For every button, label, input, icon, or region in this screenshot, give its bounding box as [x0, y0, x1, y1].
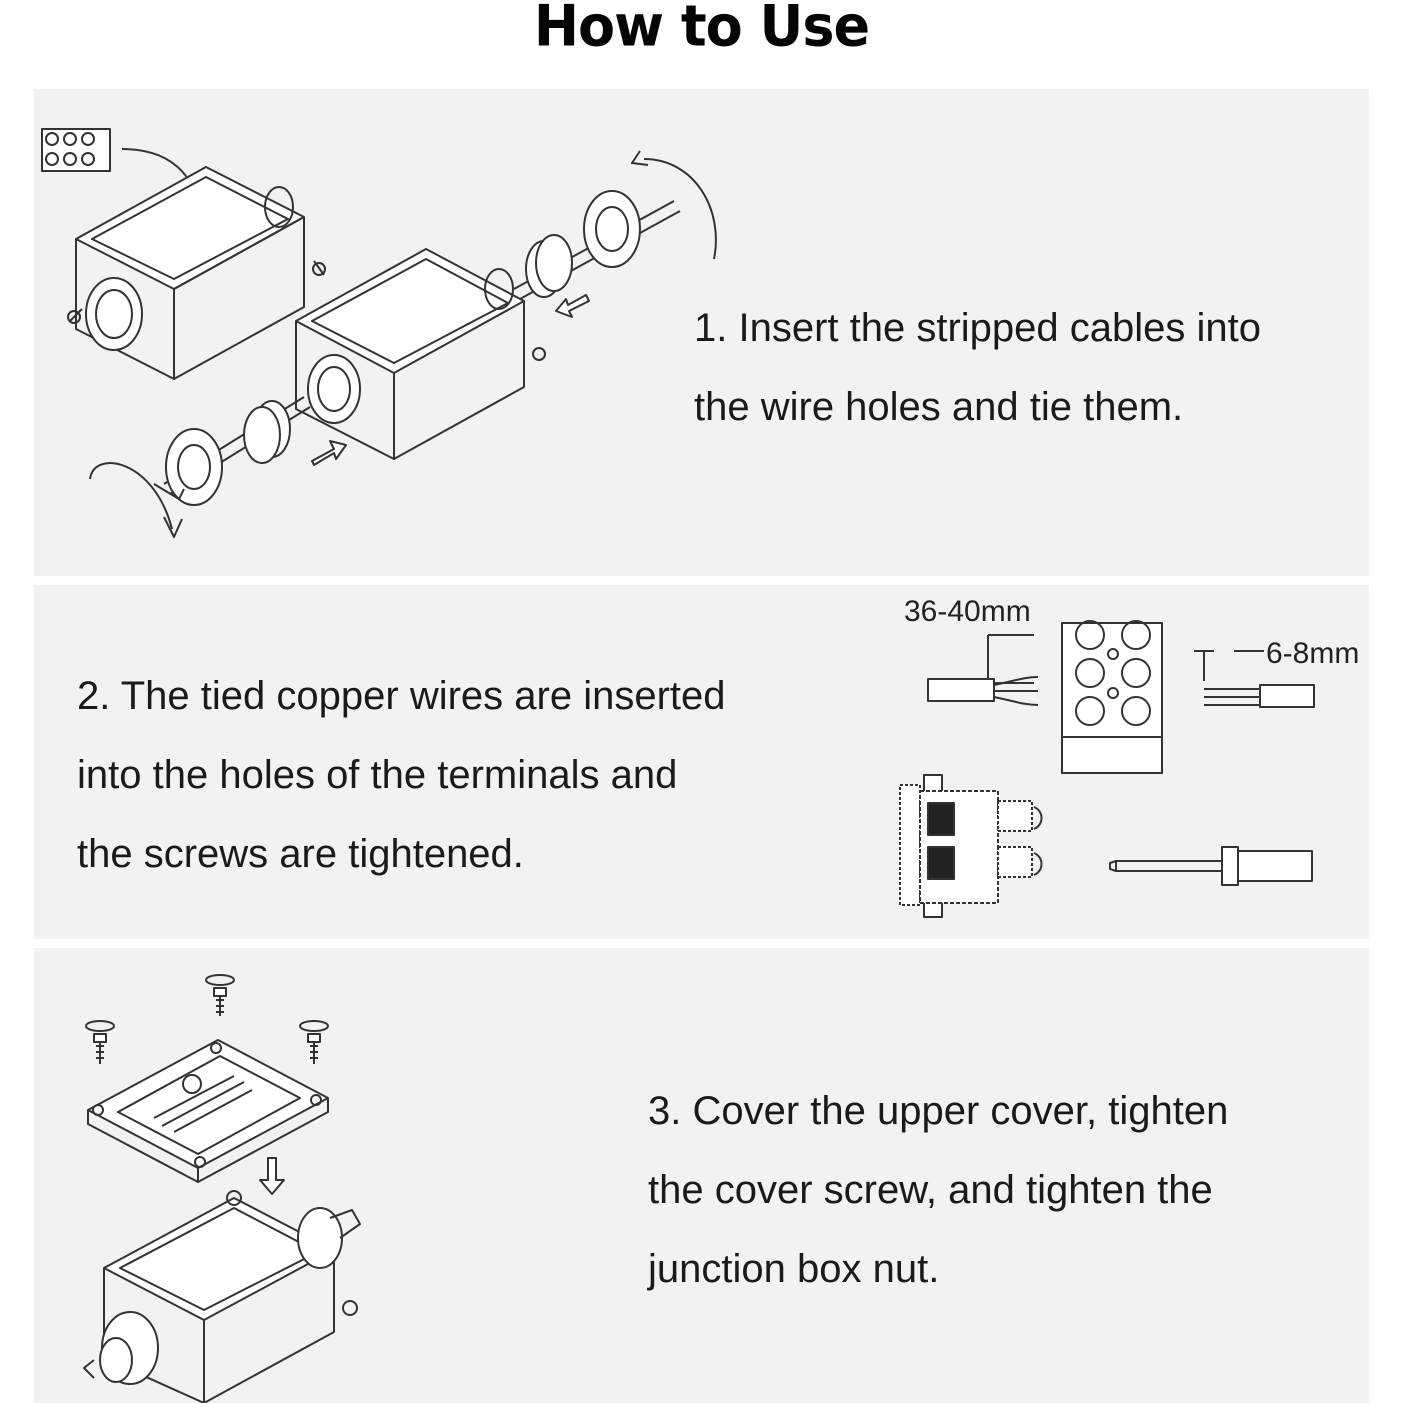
insert-length-label: 6-8mm — [1266, 637, 1360, 670]
step-3-line-1: 3. Cover the upper cover, tighten — [648, 1089, 1229, 1133]
step-2-instruction: 2. The tied copper wires are inserted in… — [77, 657, 726, 894]
cover-installation-illustration — [83, 974, 361, 1403]
step-1-instruction: 1. Insert the stripped cables into the w… — [694, 289, 1261, 447]
stripped-cable-left — [927, 634, 1039, 706]
screw-icon — [85, 1020, 115, 1064]
step-3-line-2: the cover screw, and tighten the — [648, 1168, 1213, 1212]
stripped-cable-right — [1194, 650, 1315, 708]
step-2-line-2: into the holes of the terminals and — [77, 753, 678, 797]
junction-box-left — [67, 166, 326, 380]
terminal-cross-section — [899, 774, 1043, 918]
screwdriver-icon — [1109, 846, 1313, 886]
terminal-wiring-illustration — [899, 620, 1315, 918]
step-2-line-1: 2. The tied copper wires are inserted — [77, 674, 726, 718]
step-3-panel: 3. Cover the upper cover, tighten the co… — [34, 948, 1369, 1403]
junction-box-cover — [87, 1039, 329, 1183]
terminal-block — [1061, 620, 1163, 774]
step-1-line-2: the wire holes and tie them. — [694, 385, 1184, 429]
screw-icon — [205, 974, 235, 1016]
page-title: How to Use — [533, 0, 870, 60]
cable-gland-right — [513, 190, 681, 300]
terminal-block-icon — [41, 128, 111, 172]
step-2-panel: 2. The tied copper wires are inserted in… — [34, 585, 1369, 939]
junction-box-right — [295, 248, 546, 460]
step-3-instruction: 3. Cover the upper cover, tighten the co… — [648, 1072, 1228, 1309]
junction-box-bottom — [83, 1190, 361, 1403]
step-1-panel: 1. Insert the stripped cables into the w… — [34, 89, 1369, 576]
strip-length-label: 36-40mm — [904, 595, 1031, 628]
screw-icon — [299, 1020, 329, 1064]
step-3-line-3: junction box nut. — [648, 1247, 940, 1291]
step-1-line-1: 1. Insert the stripped cables into — [694, 306, 1261, 350]
junction-box-assembly-illustration — [41, 128, 717, 538]
step-2-line-3: the screws are tightened. — [77, 832, 524, 876]
cable-gland-left — [153, 396, 311, 506]
